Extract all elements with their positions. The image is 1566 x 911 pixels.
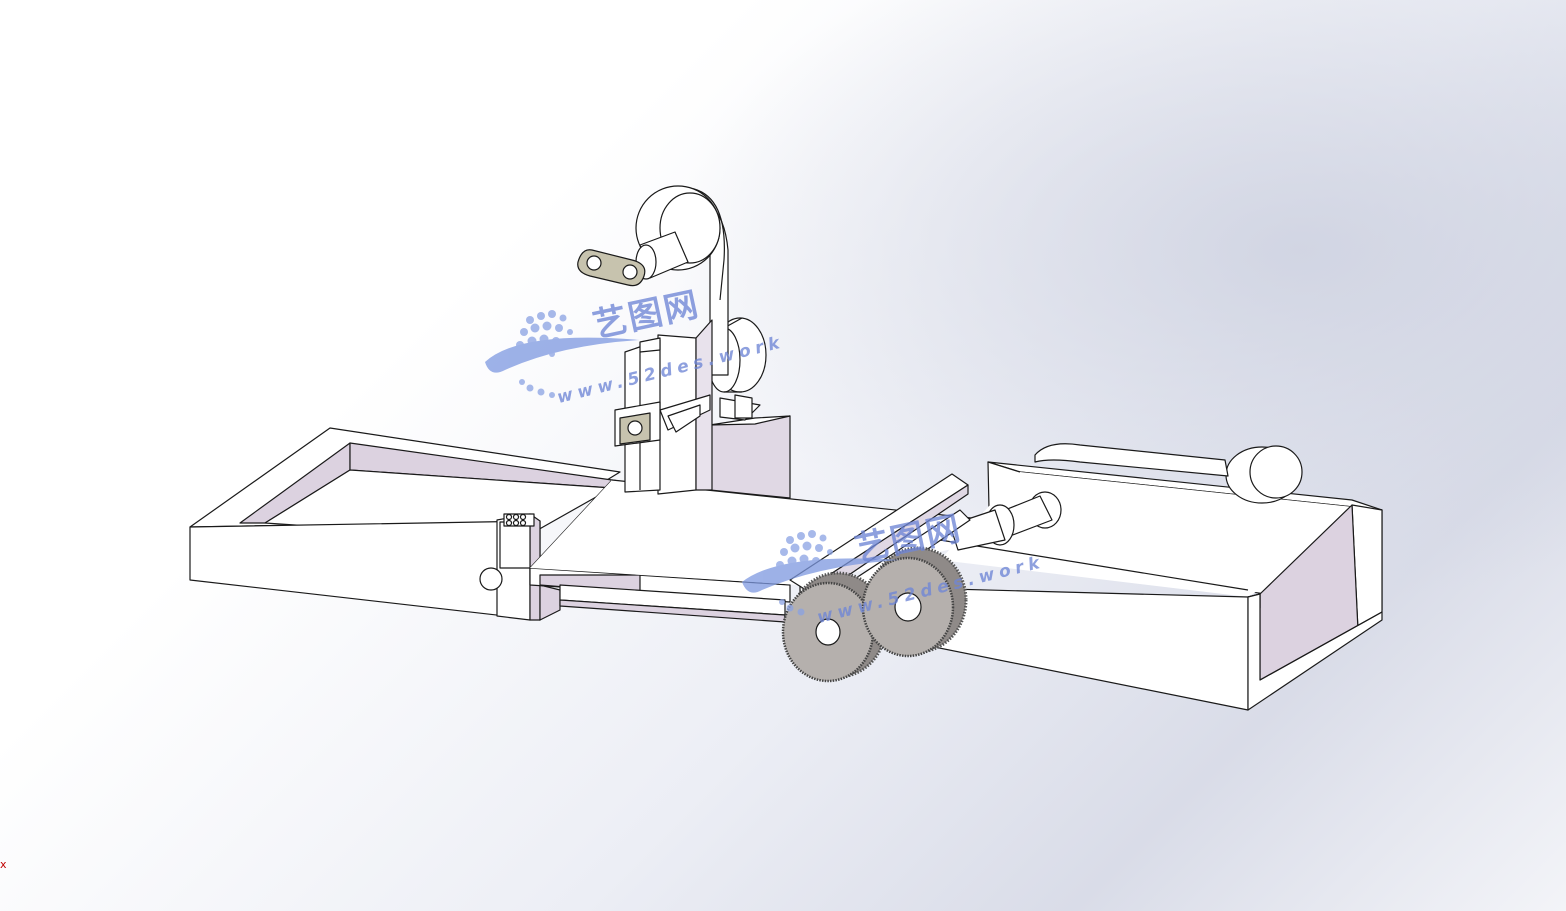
vertical-belt-drive — [577, 185, 729, 495]
coordinate-triad-marker: x — [0, 858, 7, 871]
punch-holder — [614, 394, 711, 447]
gear-pair — [781, 546, 968, 683]
gear-right — [861, 546, 968, 658]
crank-link — [577, 249, 646, 287]
globe-icon — [485, 310, 640, 398]
left-tray-frame — [189, 427, 621, 621]
globe-icon — [742, 530, 900, 616]
